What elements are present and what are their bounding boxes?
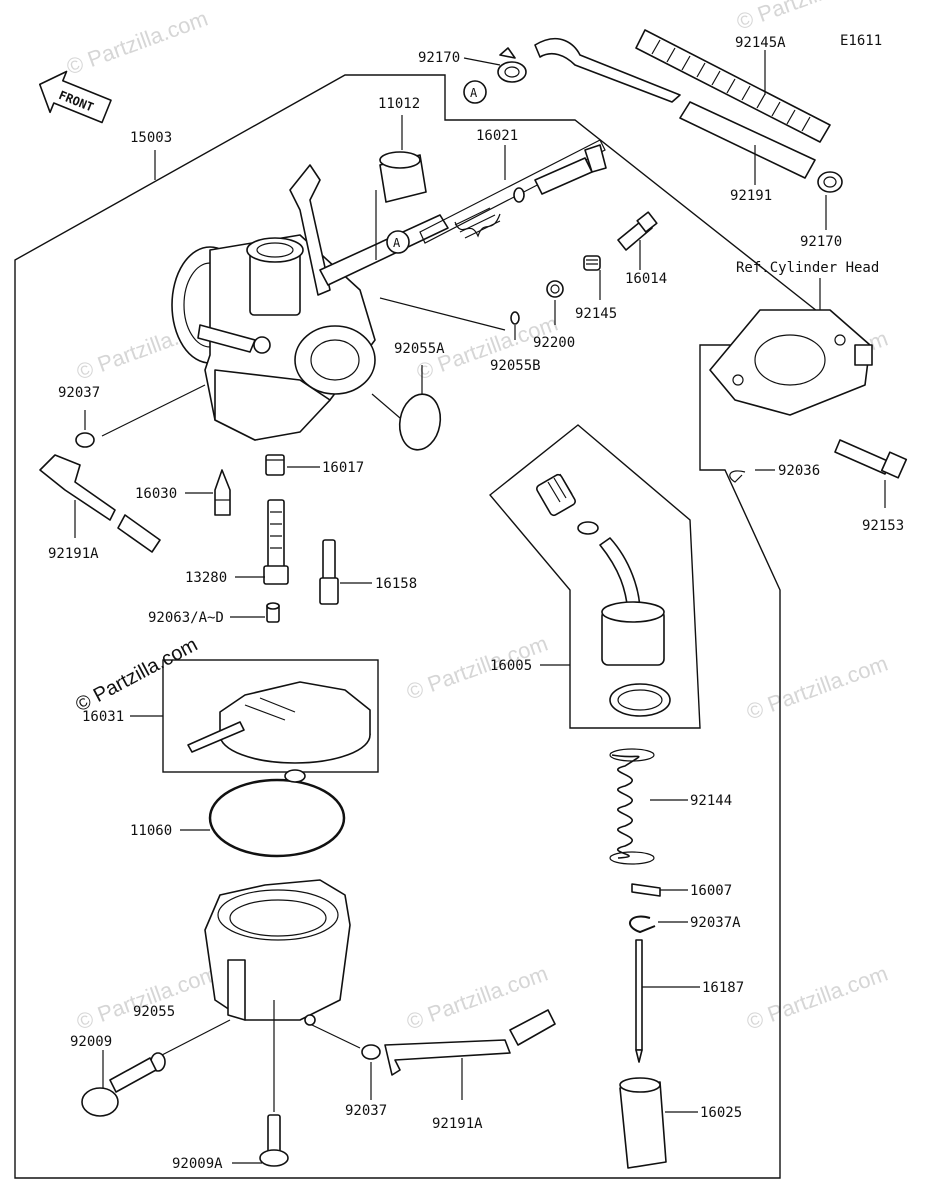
part-11012-cap — [379, 151, 427, 203]
part-92191A-left-hose — [39, 454, 161, 553]
label-92144: 92144 — [690, 793, 732, 809]
part-16031-float — [187, 681, 371, 764]
label-92037A: 92037A — [690, 915, 741, 931]
label-16030: 16030 — [135, 486, 177, 502]
watermark-1: © Partzilla.com — [63, 6, 211, 80]
callout-a-mid-letter: A — [393, 236, 401, 250]
part-92200-washer — [546, 280, 564, 298]
label-92191A-bottom: 92191A — [432, 1116, 483, 1132]
copyright-text: © Partzilla.com — [72, 634, 201, 717]
label-16187: 16187 — [702, 980, 744, 996]
label-16017: 16017 — [322, 460, 364, 476]
label-16031: 16031 — [82, 709, 124, 725]
label-92145: 92145 — [575, 306, 617, 322]
label-92191A-left: 92191A — [48, 546, 99, 562]
label-13280: 13280 — [185, 570, 227, 586]
part-92153-bolt — [834, 439, 908, 479]
part-11060-gasket — [208, 778, 346, 858]
ref-cylinder-head-flange — [709, 309, 873, 416]
label-15003: 15003 — [130, 130, 172, 146]
label-92153: 92153 — [862, 518, 904, 534]
label-92191: 92191 — [730, 188, 772, 204]
callout-a-mid: A — [386, 230, 410, 254]
part-92036-clip — [729, 470, 746, 483]
label-92170-right: 92170 — [800, 234, 842, 250]
part-92009A-screw — [259, 1114, 289, 1167]
callout-a-top: A — [463, 80, 487, 104]
part-13280-needle-jet — [263, 499, 289, 585]
part-16158-pilot-jet — [319, 539, 339, 605]
label-92055: 92055 — [133, 1004, 175, 1020]
part-92055A-oring — [398, 393, 442, 451]
label-11012: 11012 — [378, 96, 420, 112]
watermark-8: © Partzilla.com — [73, 961, 221, 1035]
callout-a-top-letter: A — [470, 86, 478, 100]
part-92037-bottom-clip — [361, 1044, 381, 1060]
part-float-bowl — [204, 879, 351, 1026]
label-92063: 92063/A~D — [148, 610, 224, 626]
label-16007: 16007 — [690, 883, 732, 899]
part-16030-float-valve — [214, 469, 231, 516]
part-92145A-spring-hose — [635, 29, 831, 143]
assembly-frame — [14, 74, 863, 1179]
label-92036: 92036 — [778, 463, 820, 479]
diagram-code: E1611 — [840, 33, 882, 49]
part-92145-spring — [583, 255, 601, 271]
part-16014-pilot-screw — [617, 211, 658, 251]
watermark-7: © Partzilla.com — [743, 651, 891, 725]
watermark-2: © Partzilla.com — [733, 0, 881, 35]
part-16005-top-cap — [536, 473, 671, 717]
label-16014: 16014 — [625, 271, 667, 287]
part-16017-jet — [265, 454, 285, 476]
label-92055A: 92055A — [394, 341, 445, 357]
part-92037A-eclip — [629, 915, 656, 934]
label-92200: 92200 — [533, 335, 575, 351]
part-92144-spring — [609, 748, 655, 865]
part-92170-right-clamp — [817, 171, 843, 193]
label-92009: 92009 — [70, 1034, 112, 1050]
label-92145A: 92145A — [735, 35, 786, 51]
label-92037-bottom: 92037 — [345, 1103, 387, 1119]
top-cap-detail-box — [489, 424, 701, 729]
label-11060: 11060 — [130, 823, 172, 839]
label-92037-left: 92037 — [58, 385, 100, 401]
part-92191A-bottom-hose — [384, 1009, 556, 1076]
part-16007-clip — [631, 883, 661, 897]
part-92170-top-clamp — [497, 47, 527, 83]
label-16025: 16025 — [700, 1105, 742, 1121]
label-16021: 16021 — [476, 128, 518, 144]
label-92055B: 92055B — [490, 358, 541, 374]
label-16158: 16158 — [375, 576, 417, 592]
front-arrow-icon: FRONT — [38, 70, 112, 124]
part-92037-left-clip — [75, 432, 95, 448]
part-16021-throttle-screw — [419, 139, 607, 244]
label-ref-cylinder-head: Ref.Cylinder Head — [736, 260, 879, 276]
leader-lines — [74, 50, 886, 1164]
part-vent-hose-upper — [534, 38, 816, 179]
label-92009A: 92009A — [172, 1156, 223, 1172]
part-16025-throttle-valve — [619, 1077, 667, 1169]
label-16005: 16005 — [490, 658, 532, 674]
part-92055B-oring — [510, 311, 520, 325]
part-92009-drain-screw — [81, 1057, 157, 1117]
watermark-10: © Partzilla.com — [743, 961, 891, 1035]
carburetor-body — [171, 164, 449, 441]
part-16187-needle — [635, 939, 643, 1063]
label-92170-top: 92170 — [418, 50, 460, 66]
part-92063-main-jet — [266, 602, 280, 623]
part-labels: 15003 11012 16021 92170 92145A 92191 921… — [48, 35, 904, 1172]
